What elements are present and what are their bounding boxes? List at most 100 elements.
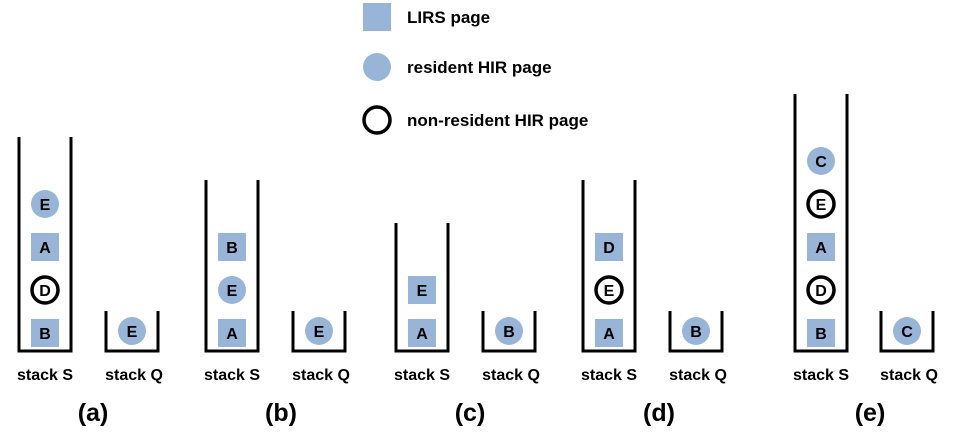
stack-s-label: stack S — [793, 367, 849, 384]
stack-s-page: D — [806, 275, 836, 305]
page-nonresident-shape — [806, 189, 836, 219]
legend-lirs-page-swatch — [363, 3, 391, 31]
page-resident-shape — [893, 317, 921, 345]
stack-q-container — [291, 311, 347, 353]
page-letter: B — [690, 324, 702, 341]
page-lirs-shape — [408, 319, 436, 347]
stack-q-label: stack Q — [292, 367, 350, 384]
stack-s-label: stack S — [204, 367, 260, 384]
legend-item: LIRS page — [363, 3, 490, 31]
stack-q-label: stack Q — [669, 367, 727, 384]
legend-nonresident-hir-page-label: non-resident HIR page — [407, 111, 588, 130]
stack-q-container — [104, 311, 160, 353]
page-letter: B — [226, 240, 238, 257]
page-letter: C — [901, 324, 913, 341]
panel-label: (e) — [855, 399, 886, 427]
legend-item: non-resident HIR page — [362, 105, 588, 135]
stack-s-label: stack S — [17, 367, 73, 384]
stack-s-page: D — [30, 275, 60, 305]
page-letter: B — [39, 326, 51, 343]
page-letter: E — [40, 197, 51, 214]
panel-label: (b) — [265, 399, 297, 427]
page-letter: D — [815, 283, 827, 300]
stack-s-page: A — [218, 319, 246, 347]
page-letter: E — [816, 197, 827, 214]
page-lirs-shape — [595, 319, 623, 347]
page-resident-shape — [118, 317, 146, 345]
page-resident-shape — [305, 317, 333, 345]
page-letter: E — [314, 324, 325, 341]
legend-item: resident HIR page — [363, 53, 552, 81]
stack-q-page: E — [305, 317, 333, 345]
panel-label: (a) — [78, 399, 109, 427]
stack-s-page: A — [595, 319, 623, 347]
page-letter: A — [416, 326, 428, 343]
page-nonresident-shape — [806, 275, 836, 305]
stack-s-page: D — [595, 233, 623, 261]
panel-label: (d) — [643, 399, 675, 427]
stack-s-page: E — [806, 189, 836, 219]
stack-q-container — [481, 311, 537, 353]
page-resident-shape — [31, 190, 59, 218]
page-letter: E — [604, 283, 615, 300]
page-letter: E — [227, 283, 238, 300]
stack-q-page: C — [893, 317, 921, 345]
stack-s-page: E — [218, 276, 246, 304]
stack-s-label: stack S — [581, 367, 637, 384]
page-letter: A — [39, 240, 51, 257]
stack-s-page: E — [31, 190, 59, 218]
page-letter: C — [815, 154, 827, 171]
stack-s-page: A — [31, 233, 59, 261]
stack-s-page: B — [218, 233, 246, 261]
page-letter: E — [417, 283, 428, 300]
legend-resident-hir-page-label: resident HIR page — [407, 58, 552, 77]
page-lirs-shape — [807, 319, 835, 347]
page-letter: D — [603, 240, 615, 257]
page-nonresident-shape — [30, 275, 60, 305]
stack-s-page: B — [31, 319, 59, 347]
page-letter: D — [39, 283, 51, 300]
page-letter: E — [127, 324, 138, 341]
stack-s-container — [204, 180, 260, 353]
legend-resident-hir-page-swatch — [363, 53, 391, 81]
page-resident-shape — [495, 317, 523, 345]
stack-q-label: stack Q — [880, 367, 938, 384]
page-lirs-shape — [31, 233, 59, 261]
page-lirs-shape — [595, 233, 623, 261]
page-lirs-shape — [807, 233, 835, 261]
legend-lirs-page-label: LIRS page — [407, 8, 490, 27]
stack-s-page: A — [807, 233, 835, 261]
stack-q-label: stack Q — [482, 367, 540, 384]
stack-s-page: B — [807, 319, 835, 347]
page-letter: A — [226, 326, 238, 343]
stack-s-label: stack S — [394, 367, 450, 384]
page-lirs-shape — [408, 276, 436, 304]
stack-q-container — [879, 311, 935, 353]
page-letter: B — [815, 326, 827, 343]
page-lirs-shape — [218, 233, 246, 261]
stack-q-container — [668, 311, 724, 353]
stack-q-label: stack Q — [105, 367, 163, 384]
page-resident-shape — [682, 317, 710, 345]
page-letter: A — [815, 240, 827, 257]
stack-s-page: C — [807, 147, 835, 175]
legend-nonresident-hir-page-swatch — [362, 105, 392, 135]
panel-label: (c) — [455, 399, 486, 427]
stack-q-page: B — [495, 317, 523, 345]
stack-s-container — [581, 180, 637, 353]
page-lirs-shape — [31, 319, 59, 347]
legend: LIRS page resident HIR page non-resident H… — [362, 3, 588, 135]
page-letter: A — [603, 326, 615, 343]
stack-s-page: E — [408, 276, 436, 304]
stack-q-page: E — [118, 317, 146, 345]
page-lirs-shape — [218, 319, 246, 347]
page-nonresident-shape — [594, 275, 624, 305]
stack-s-container — [17, 137, 73, 353]
